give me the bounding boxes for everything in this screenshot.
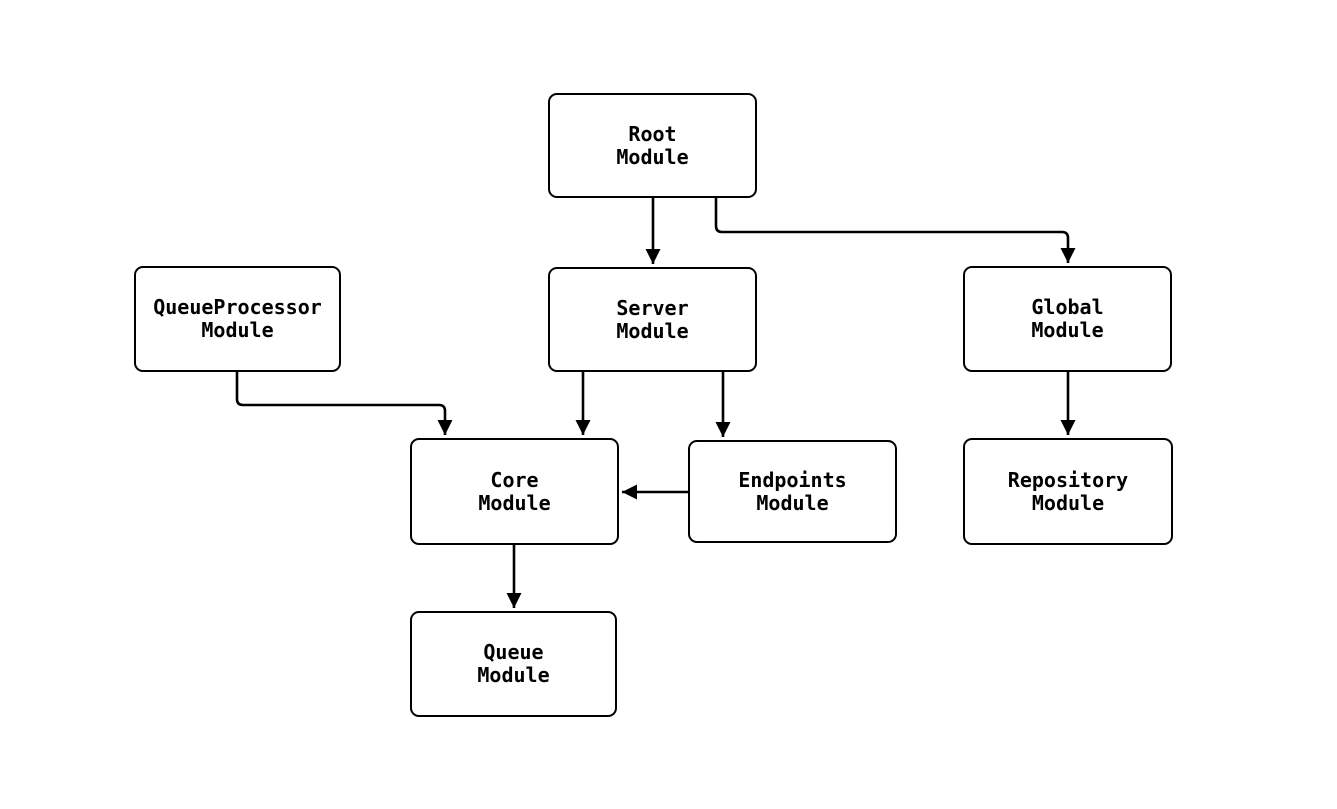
node-label: Queue bbox=[483, 640, 544, 664]
node-label: Module bbox=[616, 318, 689, 343]
node-label: Global bbox=[1031, 295, 1104, 319]
node-label: Module bbox=[1031, 318, 1104, 342]
edge-queueprocessor-core bbox=[235, 372, 453, 435]
node-global-module: Global Module bbox=[963, 266, 1172, 372]
node-label: Server bbox=[616, 295, 689, 320]
node-label: Module bbox=[201, 318, 274, 342]
node-root-module: Root Module bbox=[548, 93, 757, 198]
edge-root-global bbox=[714, 198, 1076, 263]
node-label: Module bbox=[1031, 490, 1105, 515]
node-endpoints-module: Endpoints Module bbox=[688, 440, 897, 543]
node-label: Module bbox=[478, 490, 551, 515]
node-repository-module: Repository Module bbox=[963, 438, 1173, 545]
node-label: Core bbox=[490, 467, 539, 492]
node-label: Repository bbox=[1007, 467, 1129, 492]
node-label: Root bbox=[628, 121, 677, 146]
node-queue-module: Queue Module bbox=[410, 611, 617, 717]
node-label: Module bbox=[477, 663, 550, 687]
node-label: Endpoints bbox=[738, 467, 847, 492]
node-label: QueueProcessor bbox=[153, 295, 322, 319]
node-core-module: Core Module bbox=[410, 438, 619, 545]
node-queueprocessor-module: QueueProcessor Module bbox=[134, 266, 341, 372]
node-label: Module bbox=[616, 144, 689, 169]
node-server-module: Server Module bbox=[548, 267, 757, 372]
node-label: Module bbox=[756, 490, 829, 515]
